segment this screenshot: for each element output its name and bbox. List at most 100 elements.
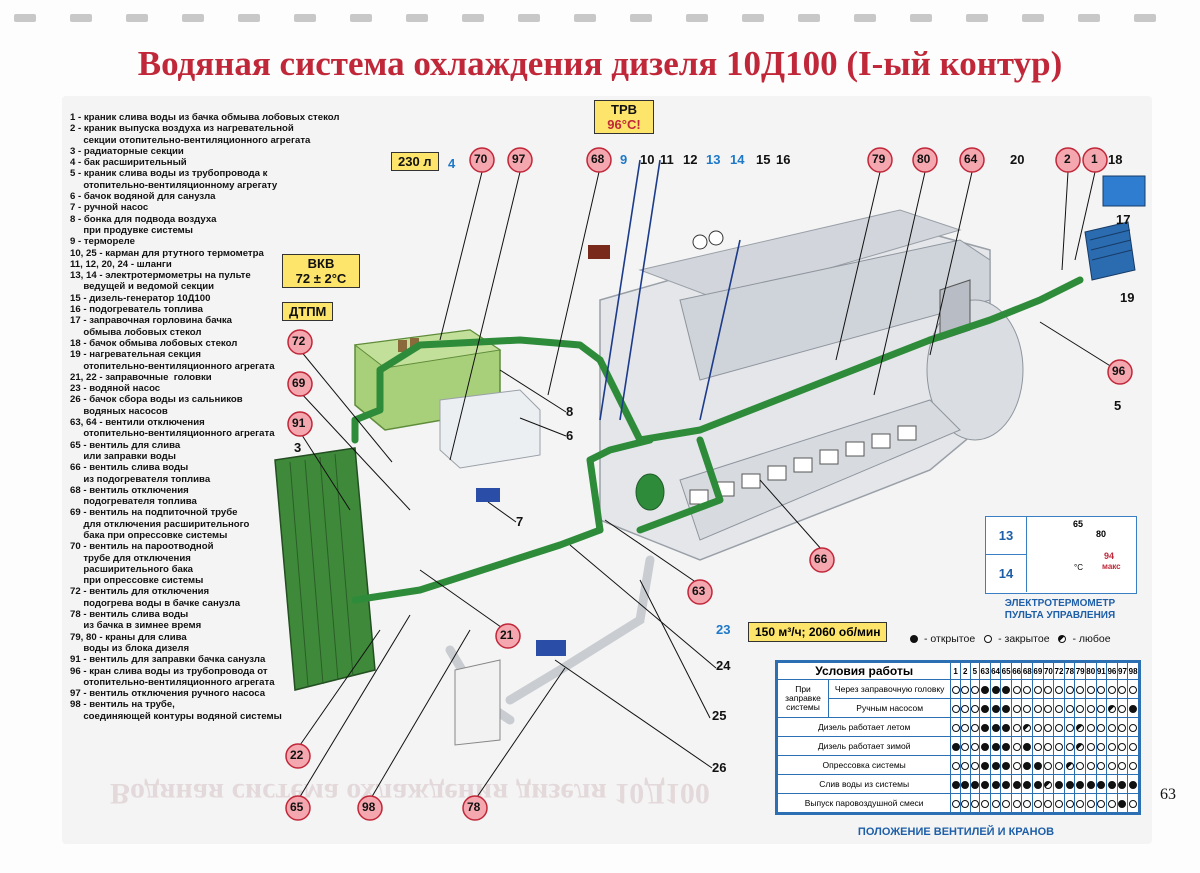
column-header: 65 (1000, 662, 1012, 680)
valve-state-cell (1032, 698, 1044, 718)
table-row: Ручным насосом (778, 698, 1139, 718)
legend-line: 13, 14 - электротермометры на пульте (70, 270, 251, 282)
legend-line: 72 - вентиль для отключения (70, 586, 210, 598)
valve-state-cell (1084, 793, 1097, 813)
valve-state-cell (1063, 698, 1076, 718)
any-dot-icon (1107, 704, 1116, 713)
valve-state-cell (959, 698, 971, 718)
callout-17: 17 (1116, 212, 1131, 227)
legend-line: 5 - краник слива воды из трубопровода к (70, 168, 268, 180)
valve-state-cell (1063, 679, 1076, 699)
valve-66: 66 (814, 552, 828, 566)
valve-state-cell (1021, 717, 1034, 737)
row-label: Слив воды из системы (776, 774, 952, 794)
closed-dot-icon (961, 799, 970, 808)
open-dot-icon (980, 780, 989, 789)
closed-dot-icon (1118, 704, 1127, 713)
open-dot-icon (991, 742, 1000, 751)
valve-state-cell (1127, 793, 1139, 813)
valve-state-cell (950, 736, 961, 756)
any-dot-icon (1058, 635, 1067, 644)
valve-22: 22 (290, 748, 304, 762)
valve-state-key: - открытое - закрытое - любое (910, 633, 1117, 645)
valve-state-cell (1116, 698, 1129, 718)
open-dot-icon (1023, 780, 1032, 789)
valve-state-cell (1127, 698, 1139, 718)
valve-state-cell (1032, 736, 1044, 756)
valve-91: 91 (292, 416, 306, 430)
closed-dot-icon (1055, 723, 1063, 732)
valve-state-cell (969, 698, 981, 718)
open-dot-icon (1002, 704, 1011, 713)
closed-dot-icon (1118, 723, 1127, 732)
legend-line: 19 - нагревательная секция (70, 349, 201, 361)
closed-dot-icon (1012, 704, 1021, 713)
closed-dot-icon (961, 685, 970, 694)
valve-state-cell (1074, 736, 1086, 756)
closed-dot-icon (1002, 799, 1011, 808)
closed-dot-icon (951, 761, 960, 770)
open-dot-icon (991, 761, 1000, 770)
valve-state-cell (1074, 717, 1086, 737)
row-label: Опрессовка системы (776, 755, 952, 775)
legend-line: при опрессовке системы (70, 575, 204, 587)
open-dot-icon (961, 780, 970, 789)
closed-dot-icon (951, 704, 960, 713)
legend-line: при продувке системы (70, 224, 193, 236)
open-dot-icon (991, 685, 1000, 694)
table-row: Дизель работает зимой (776, 736, 1139, 756)
closed-dot-icon (1129, 685, 1138, 694)
open-dot-icon (1086, 780, 1095, 789)
valve-state-cell (950, 698, 961, 718)
valve-21: 21 (500, 628, 514, 642)
valve-state-cell (1010, 736, 1023, 756)
valve-state-cell (959, 755, 971, 775)
open-dot-icon (1129, 704, 1138, 713)
vkv-label-value: 72 ± 2°С (295, 271, 347, 286)
closed-dot-icon (951, 685, 960, 694)
valve-state-cell (989, 793, 1002, 813)
valve-state-cell (1106, 736, 1118, 756)
valve-state-cell (1053, 793, 1065, 813)
closed-dot-icon (1076, 799, 1085, 808)
valve-80: 80 (917, 152, 931, 166)
sanitary-tank (439, 389, 541, 469)
valve-69: 69 (292, 376, 306, 390)
row-label: Дизель работает летом (776, 717, 952, 737)
closed-dot-icon (984, 635, 993, 644)
valve-state-cell (1021, 698, 1034, 718)
valve-state-cell (1116, 793, 1129, 813)
legend-line: подогрева воды в бачке санузла (70, 597, 241, 609)
closed-dot-icon (1055, 704, 1063, 713)
valve-state-cell (1116, 755, 1129, 775)
closed-dot-icon (1012, 742, 1021, 751)
open-dot-icon (980, 704, 989, 713)
legend-line: 79, 80 - краны для слива (70, 631, 187, 643)
closed-dot-icon (1033, 799, 1042, 808)
heater-section (1084, 175, 1146, 281)
filler-unit (454, 659, 501, 746)
control-lines (599, 159, 741, 421)
open-dot-icon (1023, 761, 1032, 770)
open-dot-icon (1002, 742, 1011, 751)
legend-line: 1 - краник слива воды из бачка обмыва ло… (70, 112, 340, 123)
legend-line: 15 - дизель-генератор 10Д100 (70, 292, 211, 304)
valve-state-cell (969, 793, 981, 813)
column-header: 64 (989, 662, 1002, 680)
open-dot-icon (1118, 780, 1127, 789)
closed-dot-icon (1076, 685, 1085, 694)
open-dot-icon (1002, 780, 1011, 789)
open-dot-icon (1065, 780, 1074, 789)
valve-state-cell (1010, 698, 1023, 718)
closed-dot-icon (1055, 685, 1063, 694)
closed-dot-icon (1012, 685, 1021, 694)
gauge-max: макс (1102, 562, 1121, 571)
closed-dot-icon (1107, 723, 1116, 732)
closed-dot-icon (951, 723, 960, 732)
key-any: - любое (1072, 633, 1111, 645)
legend-line: 65 - вентиль для слива (70, 439, 181, 451)
table-row: Дизель работает летом (776, 717, 1139, 737)
valve-state-cell (1032, 793, 1044, 813)
valve-state-cell (959, 717, 971, 737)
